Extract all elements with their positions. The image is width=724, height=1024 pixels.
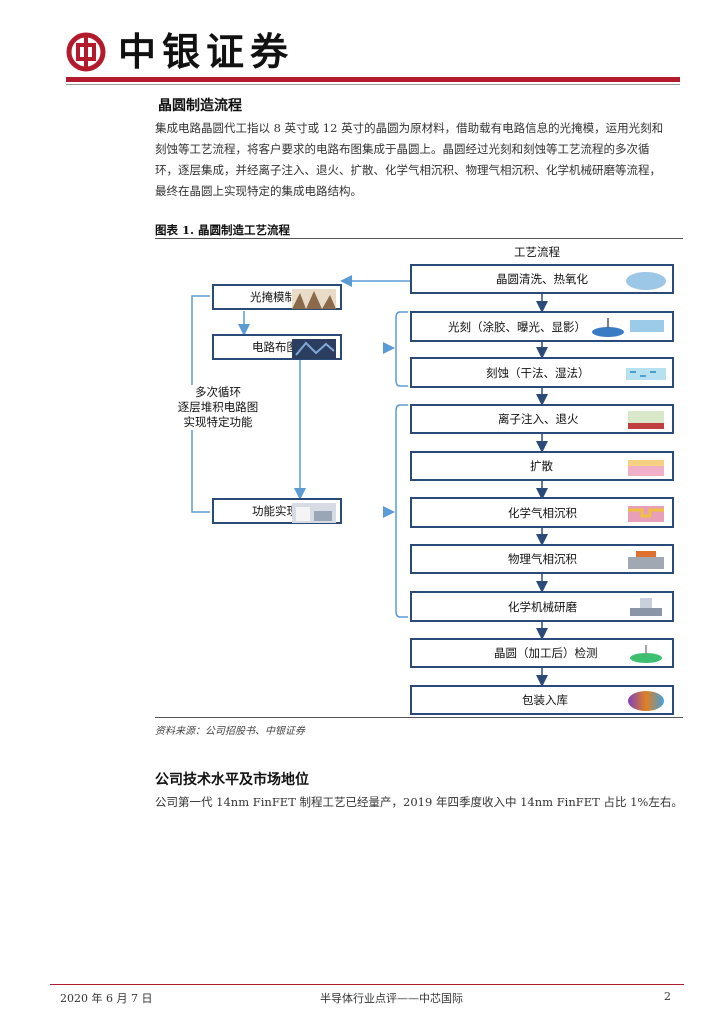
etching-image-icon: [626, 368, 666, 380]
cmp-machine-image-icon: [630, 598, 662, 616]
photomask-image-icon: [292, 289, 336, 309]
step-label: 电路布图: [252, 340, 298, 354]
lithography-image-icon: [592, 318, 664, 337]
lab-worker-image-icon: [292, 503, 336, 523]
cycle-note: 多次循环 逐层堆积电路图 实现特定功能: [158, 385, 278, 430]
pvd-image-icon: [628, 551, 664, 569]
process-step-pvd: 物理气相沉积: [410, 544, 674, 574]
process-step-lithography: 光刻（涂胶、曝光、显影）: [410, 311, 674, 342]
paragraph-line: 刻蚀等工艺流程，将客户要求的电路布图集成于晶圆上。晶圆经过光刻和刻蚀等工艺流程的…: [155, 142, 650, 156]
paragraph-line: 集成电路晶圆代工指以 8 英寸或 12 英寸的晶圆为原材料，借助载有电路信息的光…: [155, 121, 664, 135]
section-title: 晶圆制造流程: [158, 98, 242, 114]
left-step-function: 功能实现: [212, 498, 342, 524]
cycle-note-line: 实现特定功能: [183, 415, 253, 429]
inspected-wafer-image-icon: [630, 645, 662, 663]
footer-date: 2020 年 6 月 7 日: [60, 992, 153, 1005]
process-step-etching: 刻蚀（干法、湿法）: [410, 357, 674, 388]
process-step-inspection: 晶圆（加工后）检测: [410, 638, 674, 668]
left-step-mask: 光掩模制作: [212, 284, 342, 310]
process-step-ion-implant: 离子注入、退火: [410, 404, 674, 434]
footer-doc-title: 半导体行业点评——中芯国际: [320, 992, 463, 1005]
section-title: 公司技术水平及市场地位: [155, 772, 309, 788]
page-number: 2: [664, 990, 671, 1003]
header-rule: [66, 77, 680, 82]
step-label: 光刻（涂胶、曝光、显影）: [448, 319, 586, 334]
figure-bottom-rule: [155, 717, 683, 718]
left-step-layout: 电路布图: [212, 334, 342, 360]
paragraph-line: 环，逐层集成，并经离子注入、退火、扩散、化学气相沉积、物理气相沉积、化学机械研磨…: [155, 163, 661, 177]
step-label: 物理气相沉积: [508, 552, 577, 566]
step-label: 刻蚀（干法、湿法）: [486, 365, 590, 380]
section-paragraph: 集成电路晶圆代工指以 8 英寸或 12 英寸的晶圆为原材料，借助载有电路信息的光…: [155, 118, 685, 202]
paragraph-line: 最终在晶圆上实现特定的集成电路结构。: [155, 184, 362, 198]
step-label: 晶圆清洗、热氧化: [496, 272, 588, 286]
step-label: 化学机械研磨: [508, 599, 577, 614]
figure-top-rule: [155, 238, 683, 239]
step-label: 包装入库: [522, 693, 568, 707]
cvd-image-icon: [628, 506, 664, 522]
cycle-note-line: 逐层堆积电路图: [177, 400, 259, 414]
cycle-note-line: 多次循环: [195, 385, 241, 399]
diffusion-image-icon: [628, 460, 664, 476]
wafer-image-icon: [626, 272, 666, 290]
finished-wafer-image-icon: [628, 691, 664, 711]
footer-rule: [50, 984, 684, 985]
brand-name: 中银证券: [118, 29, 295, 74]
process-header: 工艺流程: [514, 245, 560, 259]
process-step-diffusion: 扩散: [410, 451, 674, 481]
step-label: 扩散: [530, 459, 553, 473]
figure-title: 图表 1. 晶圆制造工艺流程: [155, 223, 291, 237]
circuit-layout-image-icon: [292, 339, 336, 359]
step-label: 化学气相沉积: [508, 505, 577, 520]
step-label: 功能实现: [252, 504, 298, 518]
figure-source: 资料来源：公司招股书、中银证券: [155, 726, 305, 737]
section-paragraph: 公司第一代 14nm FinFET 制程工艺已经量产，2019 年四季度收入中 …: [155, 795, 683, 809]
process-step-cmp: 化学机械研磨: [410, 591, 674, 622]
header-subrule: [66, 84, 680, 85]
process-step-packaging: 包装入库: [410, 685, 674, 715]
step-label: 晶圆（加工后）检测: [494, 646, 598, 660]
process-step-cleaning: 晶圆清洗、热氧化: [410, 264, 674, 294]
bank-of-china-logo-icon: [66, 32, 106, 72]
process-step-cvd: 化学气相沉积: [410, 497, 674, 528]
step-label: 离子注入、退火: [498, 412, 579, 426]
ion-implant-image-icon: [628, 411, 664, 429]
